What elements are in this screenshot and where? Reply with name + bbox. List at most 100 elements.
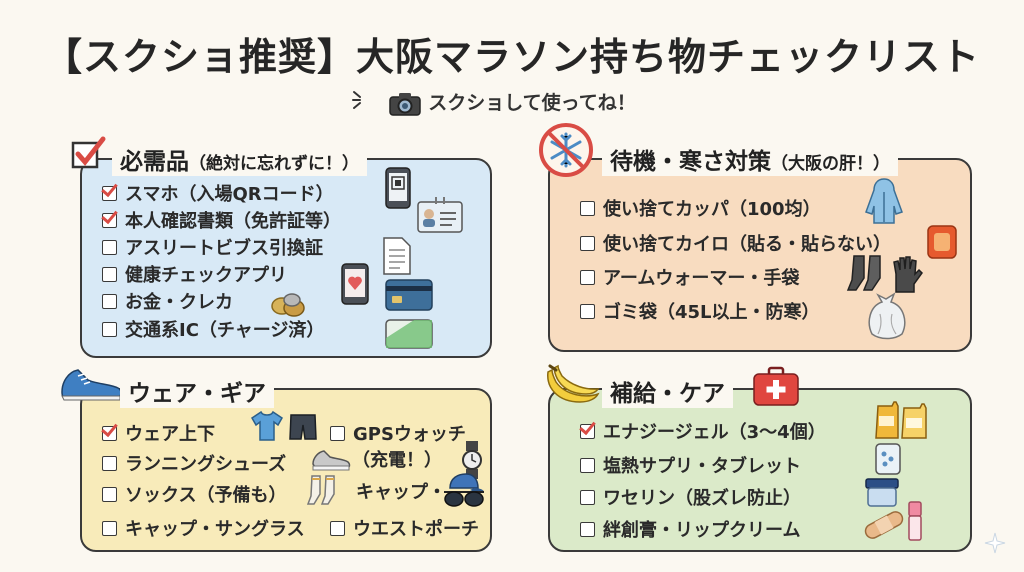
item-label: キャップ・サングラス — [125, 519, 305, 540]
checklist-item[interactable]: 絆創膏・リップクリーム — [580, 516, 800, 542]
item-label: GPSウォッチ — [353, 424, 466, 445]
trash-bag-icon — [868, 292, 906, 340]
checkbox[interactable] — [330, 425, 345, 441]
phone-app-icon — [875, 443, 901, 475]
cold-heading-text: 待機・寒さ対策 — [610, 149, 771, 175]
page-title: 【スクショ推奨】大阪マラソン持ち物チェックリスト — [43, 35, 980, 79]
first-aid-icon — [753, 366, 799, 406]
item-label: 絆創膏・リップクリーム — [603, 520, 801, 541]
watch-note: （充電！） — [352, 446, 442, 472]
checkbox[interactable] — [102, 185, 117, 201]
gloves-icon — [893, 256, 923, 293]
checklist-item[interactable]: スマホ（入場QRコード） — [102, 180, 334, 206]
sparkle-lines-icon — [352, 91, 361, 109]
document-icon — [383, 237, 411, 275]
wear-heading: ウェア・ギア — [120, 374, 274, 408]
sunglasses-icon — [444, 491, 484, 507]
tshirt-icon — [251, 410, 283, 441]
checkbox[interactable] — [580, 235, 595, 251]
checkbox[interactable] — [102, 293, 117, 309]
credit-card-icon — [385, 279, 433, 311]
banana-icon — [547, 364, 600, 403]
checklist-item[interactable]: ゴミ袋（45L以上・防寒） — [580, 298, 820, 324]
checkbox[interactable] — [102, 455, 117, 471]
shoe-icon — [61, 369, 122, 401]
item-label: スマホ（入場QRコード） — [125, 184, 334, 205]
item-label: 健康チェックアプリ — [125, 265, 287, 286]
checkbox[interactable] — [102, 321, 117, 337]
checklist-item[interactable]: ランニングシューズ — [102, 450, 286, 476]
checklist-item[interactable]: キャップ・サングラス — [102, 515, 305, 541]
socks-icon — [306, 475, 335, 505]
subtitle-text: スクショして使ってね！ — [428, 92, 636, 114]
item-label: アームウォーマー・手袋 — [603, 268, 800, 289]
checkbox[interactable] — [580, 200, 595, 216]
checklist-item[interactable]: ワセリン（股ズレ防止） — [580, 484, 801, 510]
checklist-item[interactable]: エナジージェル（3〜4個） — [580, 418, 826, 444]
cap-note: キャップ・ — [356, 478, 446, 504]
raincoat-icon — [865, 178, 903, 224]
item-label: ゴミ袋（45L以上・防寒） — [603, 302, 820, 323]
supply-heading-text: 補給・ケア — [610, 381, 725, 407]
checklist-item[interactable]: ウエストポーチ — [330, 515, 479, 541]
item-label: ウエストポーチ — [353, 519, 479, 540]
checklist-item[interactable]: 使い捨てカッパ（100均） — [580, 195, 821, 221]
id-card-icon — [417, 197, 463, 233]
wear-heading-text: ウェア・ギア — [128, 381, 266, 407]
checkbox[interactable] — [102, 266, 117, 282]
checklist-item[interactable]: 本人確認書類（免許証等） — [102, 207, 341, 233]
checkbox[interactable] — [580, 457, 595, 473]
sparkle-icon — [984, 532, 1006, 554]
coins-icon — [271, 293, 305, 317]
essentials-heading-note: （絶対に忘れずに！） — [189, 154, 359, 174]
smartphone-icon — [385, 167, 411, 209]
item-label: エナジージェル（3〜4個） — [603, 422, 826, 443]
checkbox[interactable] — [330, 520, 345, 536]
item-label: 交通系IC（チャージ済） — [125, 320, 325, 341]
checkbox[interactable] — [102, 425, 117, 441]
checkbox[interactable] — [102, 520, 117, 536]
item-label: アスリートビブス引換証 — [125, 238, 323, 259]
checklist-item[interactable]: 使い捨てカイロ（貼る・貼らない） — [580, 230, 891, 256]
checkbox[interactable] — [102, 212, 117, 228]
bandage-icon — [864, 511, 904, 539]
checkbox[interactable] — [580, 303, 595, 319]
item-label: 使い捨てカッパ（100均） — [603, 199, 821, 220]
item-label: 使い捨てカイロ（貼る・貼らない） — [603, 234, 891, 255]
item-label: 塩熱サプリ・タブレット — [603, 456, 801, 477]
checklist-item[interactable]: 塩熱サプリ・タブレット — [580, 452, 801, 478]
checkbox[interactable] — [102, 486, 117, 502]
checkbox[interactable] — [580, 521, 595, 537]
item-label: ソックス（予備も） — [125, 485, 287, 506]
checklist-item[interactable]: お金・クレカ — [102, 288, 233, 314]
checklist-item[interactable]: アームウォーマー・手袋 — [580, 264, 799, 290]
essentials-heading: 必需品（絶対に忘れずに！） — [112, 142, 367, 176]
item-label: お金・クレカ — [125, 292, 233, 313]
checkbox[interactable] — [580, 269, 595, 285]
wear-panel — [80, 388, 492, 552]
snowflake-icon — [539, 123, 593, 177]
checklist-item[interactable]: ウェア上下 — [102, 420, 215, 446]
item-label: ワセリン（股ズレ防止） — [603, 488, 801, 509]
checklist-item[interactable]: アスリートビブス引換証 — [102, 234, 323, 260]
cold-heading-note: （大阪の肝！） — [771, 154, 890, 174]
cap-note-text: キャップ・ — [356, 482, 446, 503]
checklist-item[interactable]: 交通系IC（チャージ済） — [102, 316, 324, 342]
shorts-icon — [289, 414, 317, 440]
energy-gel-icon — [875, 401, 927, 439]
heat-pack-icon — [927, 225, 957, 259]
checklist-item[interactable]: GPSウォッチ — [330, 420, 466, 446]
lip-balm-icon — [908, 501, 922, 541]
vaseline-icon — [865, 478, 899, 507]
checkbox[interactable] — [580, 489, 595, 505]
checkbox[interactable] — [580, 423, 595, 439]
checklist-item[interactable]: ソックス（予備も） — [102, 481, 286, 507]
essentials-heading-text: 必需品 — [120, 149, 189, 175]
ic-card-icon — [385, 319, 433, 349]
sneaker-icon — [312, 450, 351, 471]
page-subtitle: スクショして使ってね！ — [0, 88, 1024, 117]
item-label: ランニングシューズ — [125, 454, 287, 475]
checklist-item[interactable]: 健康チェックアプリ — [102, 261, 287, 287]
watch-icon — [462, 441, 482, 479]
checkbox[interactable] — [102, 239, 117, 255]
